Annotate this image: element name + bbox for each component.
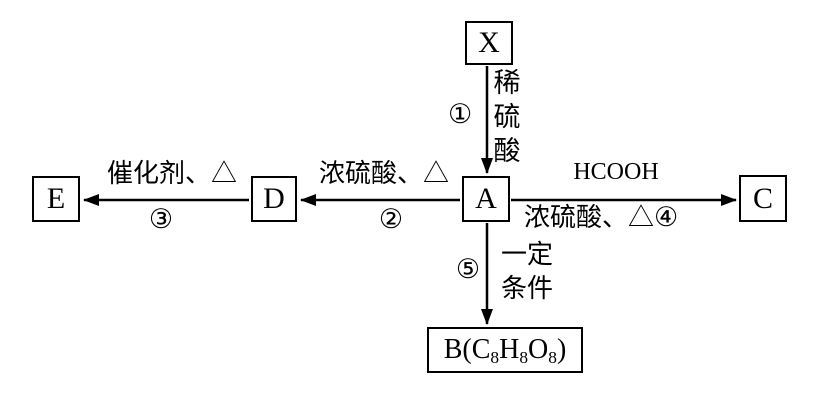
substance-box-b: B(C8H8O8) (427, 327, 583, 373)
step2-number: ② (378, 204, 404, 234)
step2-condition: 浓硫酸、△ (318, 159, 449, 188)
formula-part: H (499, 334, 520, 365)
formula-part: ) (556, 334, 567, 365)
substance-e-label: E (46, 182, 66, 215)
step1-condition: 稀硫酸 (493, 68, 521, 166)
substance-box-d: D (251, 176, 297, 222)
step5-number: ⑤ (455, 254, 481, 284)
formula-part: B(C (443, 334, 491, 365)
step1-number: ① (448, 99, 473, 129)
formula-subscript: 8 (519, 348, 529, 368)
step5-condition: 一定条件 (501, 240, 554, 303)
substance-box-x: X (465, 21, 513, 65)
substance-d-label: D (263, 182, 285, 215)
substance-c-label: C (752, 181, 773, 215)
substance-box-a: A (462, 176, 510, 222)
step4-number: ④ (654, 202, 679, 232)
step3-number: ③ (148, 204, 174, 234)
formula-subscript: 8 (490, 348, 500, 368)
step4-condition: 浓硫酸、△ (524, 203, 655, 232)
substance-box-c: C (739, 175, 787, 222)
substance-b-formula: B(C8H8O8) (443, 334, 567, 368)
substance-a-label: A (475, 182, 497, 215)
formula-subscript: 8 (548, 348, 557, 368)
step3-condition: 催化剂、△ (106, 159, 237, 188)
formula-part: O (528, 334, 549, 365)
substance-x-label: X (478, 26, 500, 59)
substance-box-e: E (32, 176, 80, 222)
step4-reagent: HCOOH (573, 159, 659, 185)
step4-condition-row: 浓硫酸、△④ (524, 201, 724, 233)
